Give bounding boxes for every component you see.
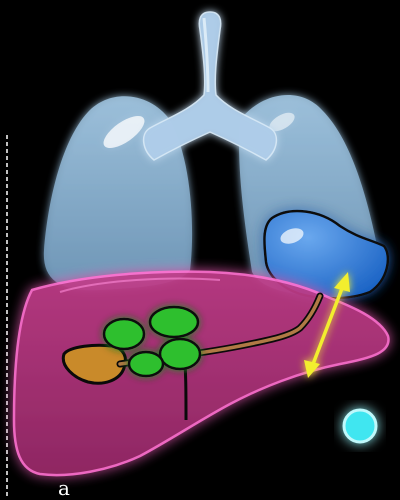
- lymph-node: [150, 307, 198, 337]
- lymph-node: [160, 339, 200, 369]
- lymph-node: [129, 352, 163, 376]
- lymph-node: [104, 319, 144, 349]
- trachea: [144, 12, 277, 160]
- cyan-circle-marker-icon: [344, 410, 376, 442]
- panel-label: a: [58, 478, 70, 498]
